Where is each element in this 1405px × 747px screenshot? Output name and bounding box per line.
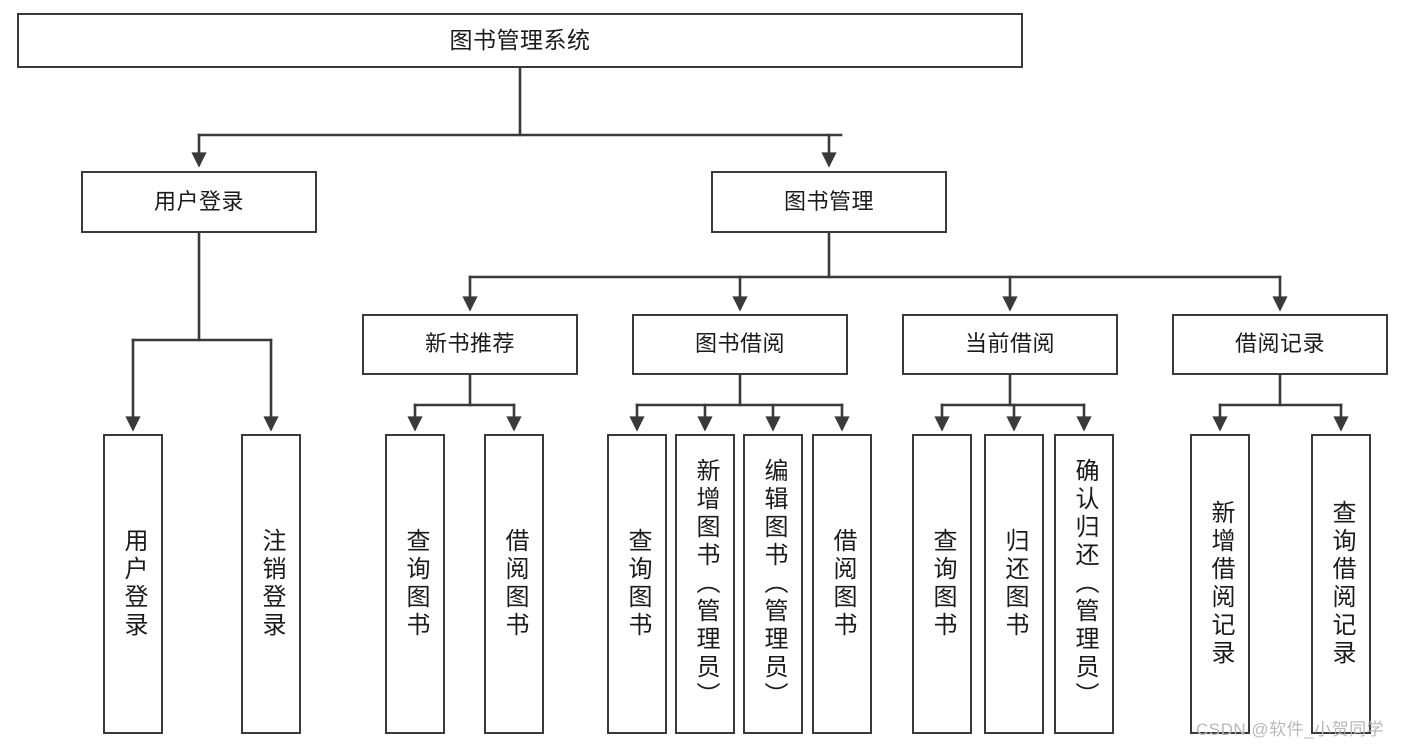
leaf-add-borrow-record[interactable]: 新增借阅记录: [1190, 434, 1250, 734]
leaf-query-book-label: 查询图书: [624, 528, 651, 640]
leaf-borrow-book-label: 借阅图书: [829, 528, 856, 640]
leaf-return-book[interactable]: 归还图书: [984, 434, 1044, 734]
node-user-login-label: 用户登录: [153, 188, 244, 214]
node-book-management-label: 图书管理: [783, 188, 874, 214]
leaf-user-login[interactable]: 用户登录: [103, 434, 163, 734]
node-borrow-record-label: 借阅记录: [1234, 331, 1325, 357]
node-user-login[interactable]: 用户登录: [81, 171, 317, 233]
leaf-confirm-return-admin-label: 确认归还（管理员）: [1071, 458, 1098, 710]
node-book-borrow-label: 图书借阅: [694, 331, 785, 357]
leaf-query-book-new[interactable]: 查询图书: [385, 434, 445, 734]
leaf-return-book-label: 归还图书: [1001, 528, 1028, 640]
leaf-query-book-current-label: 查询图书: [929, 528, 956, 640]
node-new-book-recommend-label: 新书推荐: [424, 331, 515, 357]
leaf-add-borrow-record-label: 新增借阅记录: [1207, 500, 1234, 668]
leaf-add-book-admin[interactable]: 新增图书（管理员）: [675, 434, 735, 734]
node-book-management[interactable]: 图书管理: [711, 171, 947, 233]
node-book-borrow[interactable]: 图书借阅: [632, 314, 848, 375]
leaf-edit-book-admin-label: 编辑图书（管理员）: [760, 458, 787, 710]
node-root[interactable]: 图书管理系统: [17, 13, 1023, 68]
leaf-borrow-book[interactable]: 借阅图书: [812, 434, 872, 734]
leaf-query-book-new-label: 查询图书: [402, 528, 429, 640]
leaf-user-login-label: 用户登录: [120, 528, 147, 640]
leaf-logout[interactable]: 注销登录: [241, 434, 301, 734]
node-new-book-recommend[interactable]: 新书推荐: [362, 314, 578, 375]
node-current-borrow-label: 当前借阅: [964, 331, 1055, 357]
leaf-query-borrow-record[interactable]: 查询借阅记录: [1311, 434, 1371, 734]
leaf-query-borrow-record-label: 查询借阅记录: [1328, 500, 1355, 668]
leaf-borrow-book-new-label: 借阅图书: [501, 528, 528, 640]
node-root-label: 图书管理系统: [449, 26, 591, 53]
node-borrow-record[interactable]: 借阅记录: [1172, 314, 1388, 375]
leaf-query-book-current[interactable]: 查询图书: [912, 434, 972, 734]
leaf-confirm-return-admin[interactable]: 确认归还（管理员）: [1054, 434, 1114, 734]
leaf-edit-book-admin[interactable]: 编辑图书（管理员）: [743, 434, 803, 734]
leaf-query-book[interactable]: 查询图书: [607, 434, 667, 734]
leaf-add-book-admin-label: 新增图书（管理员）: [692, 458, 719, 710]
node-current-borrow[interactable]: 当前借阅: [902, 314, 1118, 375]
leaf-borrow-book-new[interactable]: 借阅图书: [484, 434, 544, 734]
leaf-logout-label: 注销登录: [258, 528, 285, 640]
